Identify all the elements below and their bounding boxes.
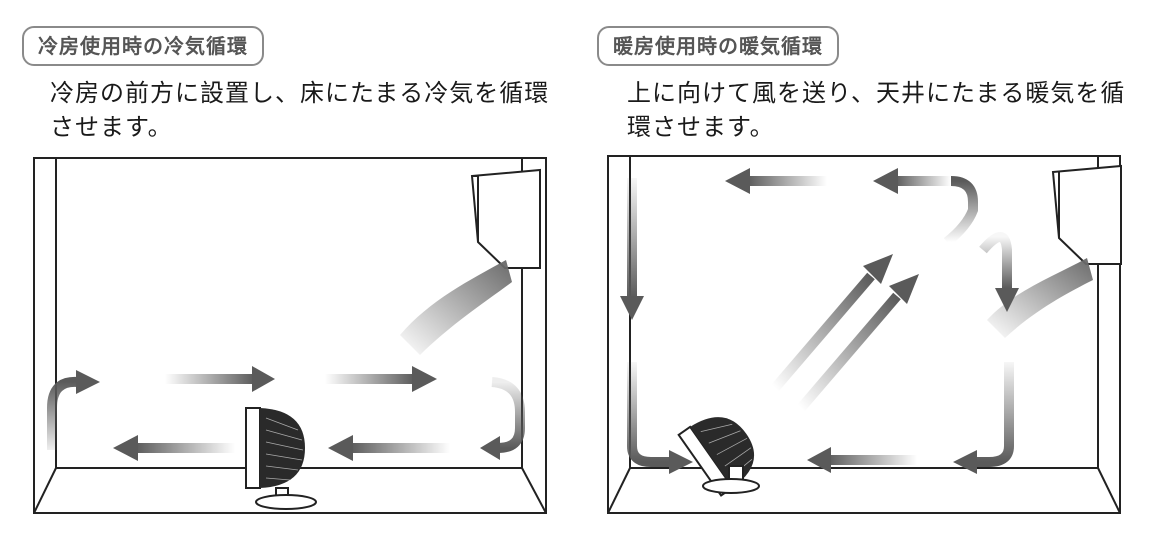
diagonal-flow-arrows [771, 254, 919, 412]
air-conditioner-icon [1051, 164, 1122, 265]
right-wall-down-arrow [979, 232, 1012, 288]
ac-airflow [987, 258, 1093, 338]
fan-stand [702, 465, 760, 494]
left-wall-down-arrow [627, 178, 637, 298]
heating-panel: 暖房使用時の暖気循環 上に向けて風を送り、天井にたまる暖気を循 環させます。 [575, 0, 1150, 542]
left-curve-arrow [47, 376, 79, 450]
heating-description: 上に向けて風を送り、天井にたまる暖気を循 環させます。 [627, 76, 1137, 144]
ceiling-turn-arrow [943, 176, 978, 246]
cooling-description-line2: させます。 [50, 113, 173, 141]
heating-title-badge: 暖房使用時の暖気循環 [597, 26, 839, 66]
heating-description-line1: 上に向けて風を送り、天井にたまる暖気を循 [627, 79, 1126, 107]
fan-icon [245, 407, 317, 510]
cooling-description: 冷房の前方に設置し、床にたまる冷気を循環 させます。 [50, 76, 560, 144]
ceiling-flow-arrows [725, 168, 951, 194]
cooling-room-diagram [33, 157, 547, 514]
cooling-panel: 冷房使用時の冷気循環 冷房の前方に設置し、床にたまる冷気を循環 させます。 [22, 26, 560, 514]
upper-flow-arrows [165, 366, 437, 392]
right-curve-arrow [491, 377, 525, 453]
left-wall-arrowhead [620, 296, 644, 320]
floor-flow-arrowhead [807, 447, 831, 473]
cooling-title-badge: 冷房使用時の冷気循環 [22, 26, 264, 66]
heating-description-line2: 環させます。 [627, 113, 775, 141]
right-floor-turn-arrow [975, 362, 1014, 467]
lower-flow-arrows [113, 435, 450, 461]
floor-flow-arrow [827, 455, 917, 465]
heating-room-diagram [607, 155, 1122, 514]
air-conditioner-icon [470, 168, 541, 269]
cooling-description-line1: 冷房の前方に設置し、床にたまる冷気を循環 [50, 79, 550, 107]
left-floor-turn-arrow [627, 362, 671, 467]
ac-airflow [400, 260, 512, 355]
